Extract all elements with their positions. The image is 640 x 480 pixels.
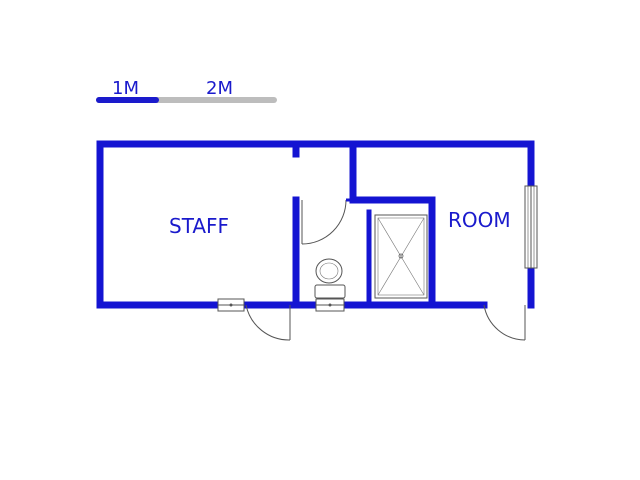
doors xyxy=(245,198,526,341)
window-bottom-wc xyxy=(315,298,345,312)
scale-bar: 1M 2M xyxy=(96,78,277,103)
door-room-exterior xyxy=(483,304,526,341)
room-label-staff: STAFF xyxy=(169,214,229,238)
room-label-room: ROOM xyxy=(448,208,511,232)
scale-label-2m: 2M xyxy=(206,78,233,99)
walls xyxy=(96,140,535,309)
scale-label-1m: 1M xyxy=(112,78,139,99)
door-staff-exterior xyxy=(245,304,291,341)
toilet-icon xyxy=(314,258,346,299)
door-wc xyxy=(301,198,353,245)
window-bottom-staff xyxy=(217,298,245,312)
window-right xyxy=(524,185,538,269)
shower-tray xyxy=(374,214,428,299)
